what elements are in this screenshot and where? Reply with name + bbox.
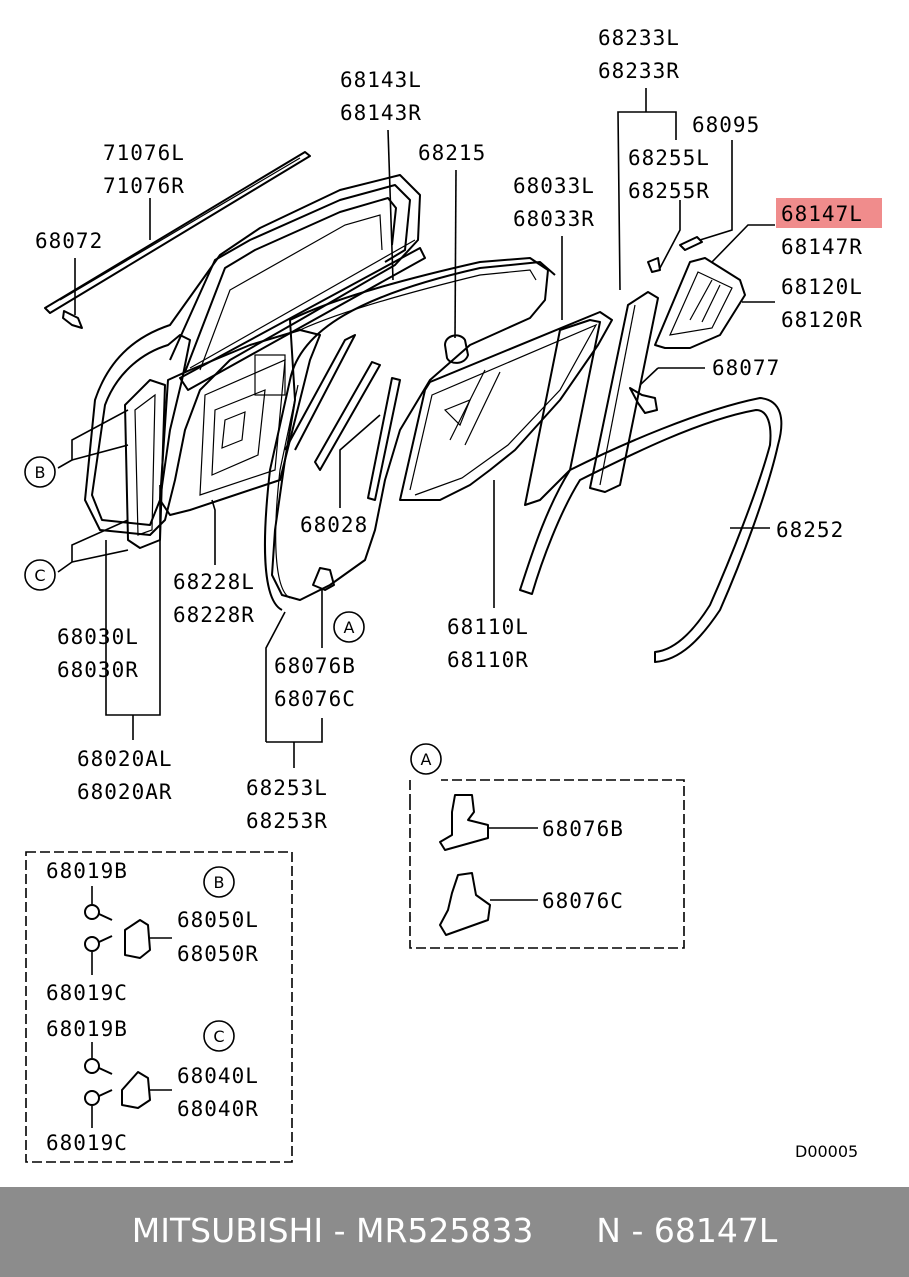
label-68215: 68215 xyxy=(418,141,486,165)
detail-bc-box: 68019B B 68050L 68050R 68019C 68019B C 6… xyxy=(25,851,293,1163)
detail-b-68019C: 68019C xyxy=(46,981,128,1005)
detail-a-68076B: 68076B xyxy=(542,817,624,841)
callout-C: C xyxy=(34,566,45,585)
label-68253L: 68253L xyxy=(246,776,328,800)
diagram-code: D00005 xyxy=(795,1142,858,1161)
callout-B: B xyxy=(35,463,46,482)
detail-a-68076C: 68076C xyxy=(542,889,624,913)
footer-bar: MITSUBISHI - MR525833 N - 68147L xyxy=(0,1187,909,1277)
label-68020AL: 68020AL xyxy=(77,747,173,771)
detail-c-68019B: 68019B xyxy=(46,1017,128,1041)
label-68095: 68095 xyxy=(692,113,760,137)
label-68028: 68028 xyxy=(300,513,368,537)
label-68077: 68077 xyxy=(712,356,780,380)
label-68255R: 68255R xyxy=(628,179,710,203)
detail-c-title: C xyxy=(213,1027,224,1046)
highlight-box xyxy=(776,198,882,228)
label-68110R: 68110R xyxy=(447,648,529,672)
door-parts-artwork xyxy=(44,151,783,663)
detail-b-68050L: 68050L xyxy=(177,908,259,932)
part-number-labels: 68233L 68233R 68143L 68143R 68095 68255L… xyxy=(35,26,882,833)
label-68253R: 68253R xyxy=(246,809,328,833)
label-68252: 68252 xyxy=(776,518,844,542)
label-68255L: 68255L xyxy=(628,146,710,170)
label-68076B: 68076B xyxy=(274,654,356,678)
leader-lines xyxy=(57,88,775,768)
label-68120L: 68120L xyxy=(781,275,863,299)
label-68030R: 68030R xyxy=(57,658,139,682)
label-68033R: 68033R xyxy=(513,207,595,231)
detail-c-68019C: 68019C xyxy=(46,1131,128,1155)
detail-c-68040R: 68040R xyxy=(177,1097,259,1121)
label-68143R: 68143R xyxy=(340,101,422,125)
detail-a-box: A 68076B 68076C xyxy=(409,743,685,949)
detail-b-68050R: 68050R xyxy=(177,942,259,966)
label-68228L: 68228L xyxy=(173,570,255,594)
callout-A: A xyxy=(344,618,355,637)
label-68033L: 68033L xyxy=(513,174,595,198)
label-68233R: 68233R xyxy=(598,59,680,83)
label-68147R: 68147R xyxy=(781,235,863,259)
label-68030L: 68030L xyxy=(57,625,139,649)
callout-markers: B C A xyxy=(24,456,365,643)
label-68143L: 68143L xyxy=(340,68,422,92)
label-68120R: 68120R xyxy=(781,308,863,332)
detail-b-title: B xyxy=(214,873,225,892)
label-68110L: 68110L xyxy=(447,615,529,639)
detail-c-68040L: 68040L xyxy=(177,1064,259,1088)
detail-b-68019B: 68019B xyxy=(46,859,128,883)
label-71076L: 71076L xyxy=(103,141,185,165)
label-71076R: 71076R xyxy=(103,174,185,198)
footer-part-info: MITSUBISHI - MR525833 N - 68147L xyxy=(131,1211,778,1250)
label-68020AR: 68020AR xyxy=(77,780,173,804)
label-68076C: 68076C xyxy=(274,687,356,711)
detail-a-title: A xyxy=(421,750,432,769)
label-68233L: 68233L xyxy=(598,26,680,50)
label-68228R: 68228R xyxy=(173,603,255,627)
label-68147L: 68147L xyxy=(781,202,863,226)
exploded-parts-diagram: 68233L 68233R 68143L 68143R 68095 68255L… xyxy=(24,26,882,1163)
label-68072: 68072 xyxy=(35,229,103,253)
